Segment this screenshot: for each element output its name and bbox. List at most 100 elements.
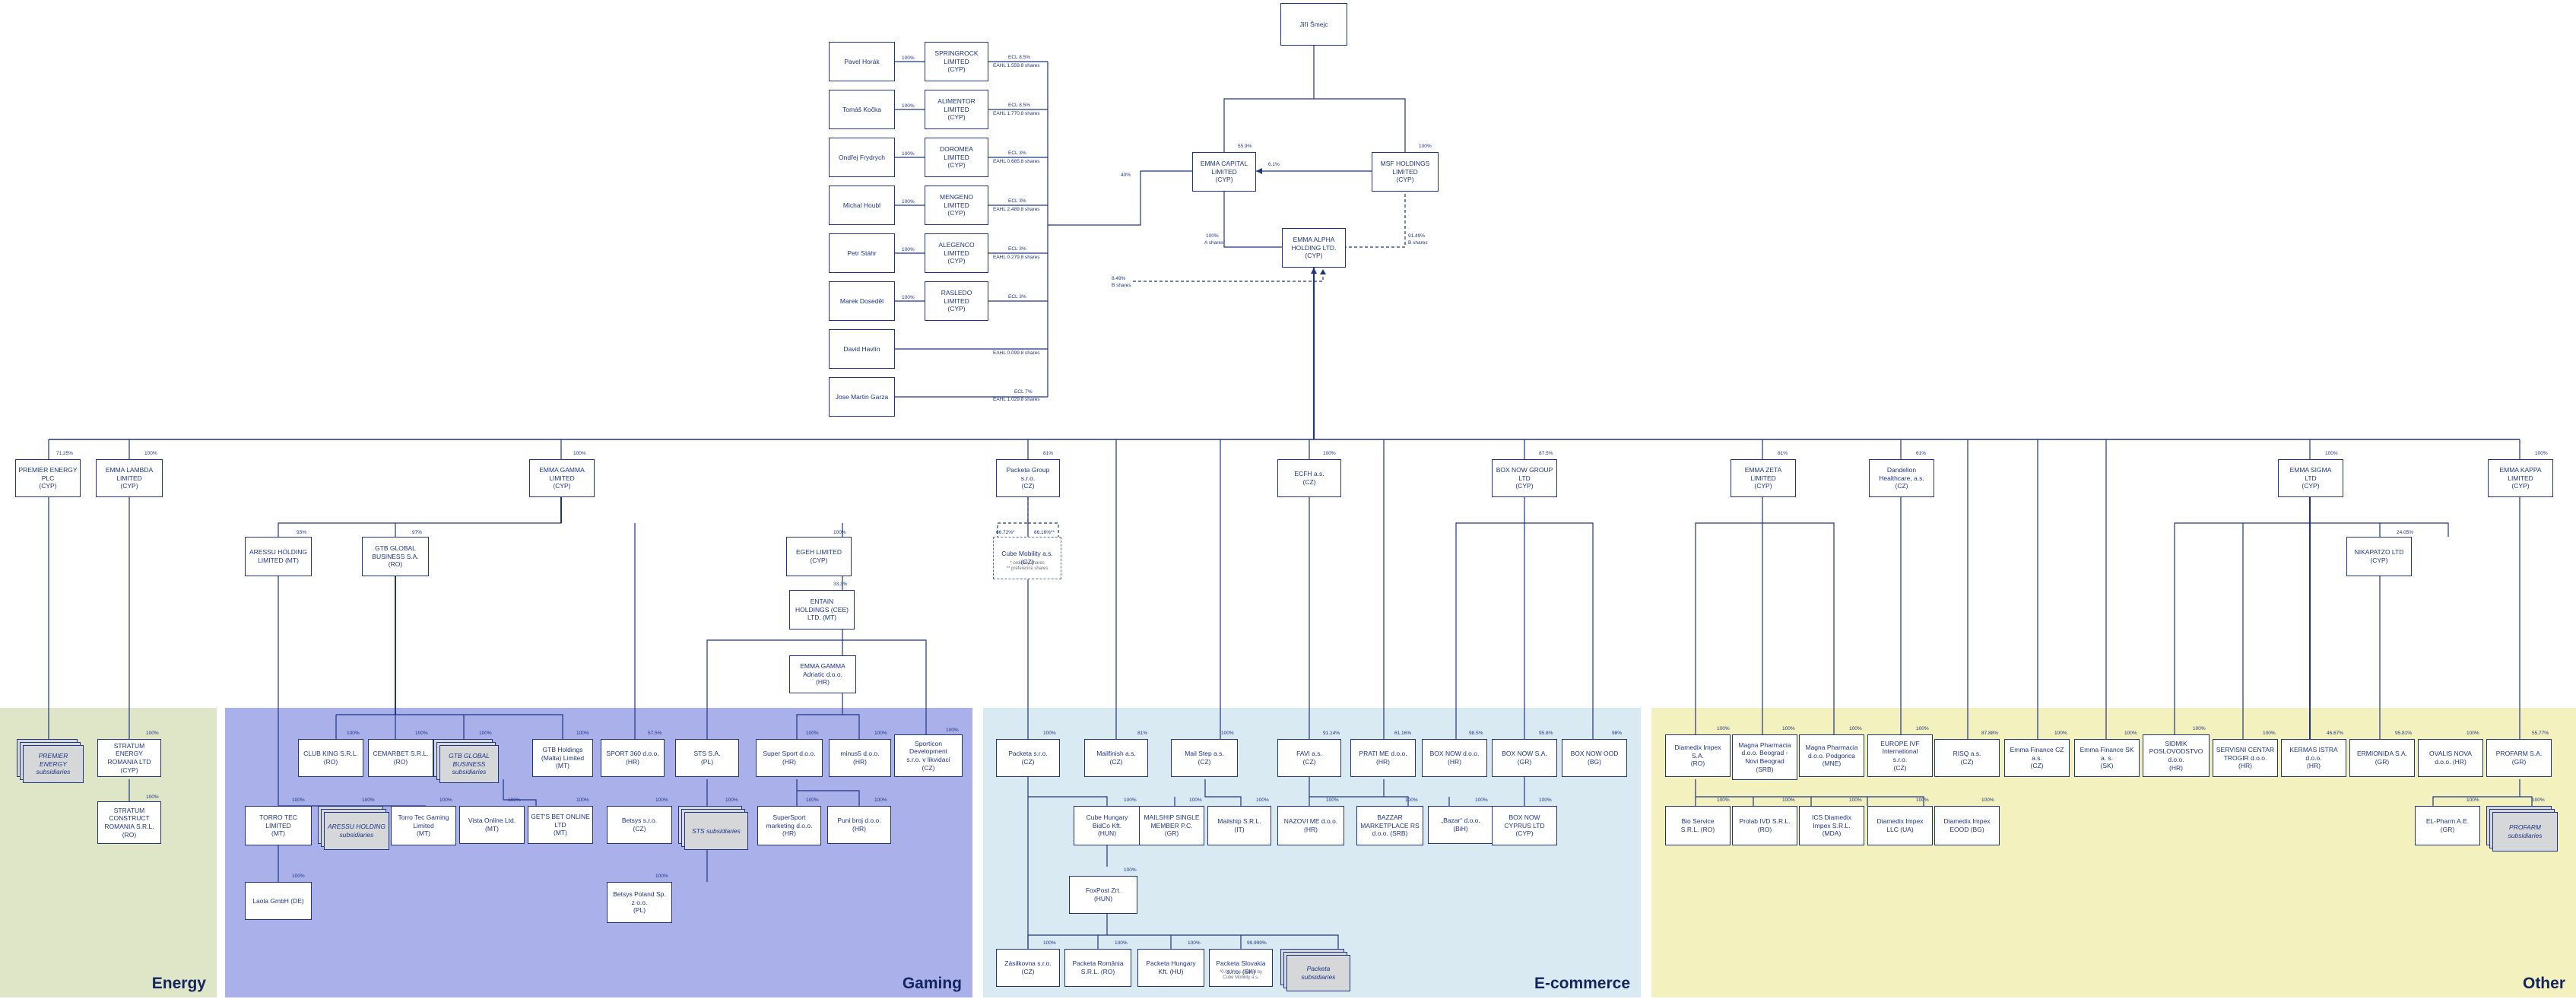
ownership-label: 100%: [1124, 867, 1137, 873]
entity-foxpost: FoxPost Zrt. (HUN): [1069, 876, 1137, 914]
entity-packeta-sk: Packeta Slovakia s.r.o. (SK): [1209, 949, 1273, 987]
ownership-label: 100%: [1221, 731, 1234, 736]
entity-laola: Laola GmbH (DE): [245, 882, 312, 920]
entity-boxnow-cy: BOX NOW CYPRUS LTD (CYP): [1492, 806, 1557, 845]
entity-aresiu: ARESSU HOLDING LIMITED (MT): [245, 537, 312, 576]
ownership-label: 98%: [1612, 731, 1623, 736]
ownership-label: 100%: [1849, 798, 1862, 803]
entity-proparm: PROFARM S.A. (GR): [2486, 739, 2552, 777]
entity-gtb-malta: GTB Holdings (Malta) Limited (MT): [532, 739, 593, 777]
ownership-label: 100%: [347, 731, 360, 736]
entity-elpharm: EL-Pharm A.E. (GR): [2415, 806, 2480, 845]
ownership-label: 100%: [2124, 731, 2137, 736]
ownership-label: 100%: [1206, 233, 1219, 239]
ownership-label: B shares: [1112, 283, 1131, 288]
entity-mailship-it: Mailship S.R.L. (IT): [1207, 806, 1271, 845]
ownership-label: 100%: [874, 731, 887, 736]
ownership-label: ECL 8.5%: [1008, 55, 1031, 60]
ownership-label: 100%: [146, 794, 159, 800]
ownership-label: 100%: [1405, 798, 1418, 803]
entity-alimentor: ALIMENTOR LIMITED (CYP): [925, 90, 988, 129]
connector: [1314, 98, 1406, 152]
ownership-label: 57.5%: [648, 731, 662, 736]
connector: [1048, 170, 1192, 226]
entity-tomas: Tomáš Kočka: [829, 90, 895, 129]
ownership-label: B shares: [1408, 240, 1428, 246]
entity-ovalis: OVALIS NOVA d.o.o. (HR): [2418, 739, 2483, 777]
ownership-label: 100%: [2467, 798, 2479, 803]
ownership-label: 95.81%: [2395, 731, 2413, 736]
connector: [1695, 779, 1924, 806]
connector: [1223, 189, 1282, 248]
region-title-gaming: Gaming: [902, 975, 962, 992]
ownership-label: 98.5%: [1469, 731, 1483, 736]
connector: [48, 439, 2520, 459]
entity-kermas: KERMAS ISTRA d.o.o. (HR): [2281, 739, 2346, 777]
entity-jiri: Jiří Šmejc: [1280, 3, 1347, 46]
entity-emma-capital: EMMA CAPITAL LIMITED (CYP): [1192, 152, 1256, 192]
ownership-label: ECL 3%: [1008, 198, 1026, 204]
entity-michal: Michal Houbl: [829, 186, 895, 225]
connector: [2432, 497, 2533, 806]
ownership-label: 100%: [439, 798, 452, 803]
entity-eqeh: EGEH LIMITED (CYP): [786, 537, 852, 576]
entity-diam-ua: Diamedix Impex LLC (UA): [1867, 806, 1933, 845]
ownership-label: 71.25%: [56, 451, 74, 456]
stack-sts-subs: STS subsidiaries: [678, 806, 748, 850]
ownership-label: 81%: [1137, 731, 1148, 736]
ownership-label: 100%: [1717, 798, 1730, 803]
ownership-label: 100%: [1849, 726, 1862, 731]
ownership-label: 100%: [2535, 451, 2548, 456]
stack-label: GTB GLOBAL BUSINESS subsidiaries: [439, 745, 499, 783]
ownership-label: 100%: [576, 798, 589, 803]
entity-petr: Petr Stáhr: [829, 233, 895, 273]
ownership-label: 99.999%: [1247, 940, 1267, 946]
stack-aresiu-subs: ARESSU HOLDING subsidiaries: [318, 806, 389, 850]
entity-lambda: EMMA LAMBDA LIMITED (CYP): [96, 459, 163, 497]
stack-label: PROFARM subsidiaries: [2492, 812, 2558, 852]
ownership-label: 100%: [1782, 798, 1795, 803]
entity-torro: TORRO TEC LIMITED (MT): [245, 806, 312, 845]
ownership-label: 100%: [946, 728, 959, 733]
entity-betsys-pl: Betsys Poland Sp. z o.o. (PL): [607, 882, 672, 923]
ownership-label: 100%: [1043, 731, 1056, 736]
entity-cube: Cube Mobility a.s. (CZ): [993, 537, 1061, 579]
ownership-label: 100%: [2054, 731, 2067, 736]
ownership-label: 100%: [1124, 798, 1137, 803]
ownership-label: 100%: [874, 798, 887, 803]
stack-label: Packeta subsidiaries: [1286, 955, 1350, 991]
ownership-label: 100%: [725, 798, 738, 803]
connector: [796, 779, 860, 806]
stack-label: PREMIER ENERGY subsidiaries: [23, 745, 84, 783]
ownership-label: 100%: [2325, 451, 2338, 456]
entity-nikapatzo: NIKAPATZO LTD (CYP): [2346, 537, 2412, 576]
entity-packeta-cz: Packeta s.r.o. (CZ): [996, 739, 1060, 777]
ownership-label: 100%: [1782, 726, 1795, 731]
ownership-label: 55.77%: [2532, 731, 2549, 736]
connector: [1027, 934, 1339, 949]
entity-vista: Vista Online Ltd. (MT): [459, 806, 525, 844]
entity-cube-hu: Cube Hungary BidCo Kft. (HUN): [1074, 806, 1140, 845]
connector: [895, 61, 925, 302]
ownership-label: 100%: [292, 798, 305, 803]
entity-ics: ICS Diamedix Impex S.R.L. (MDA): [1799, 806, 1864, 845]
entity-getsbet: GET'S BET ONLINE LTD (MT): [528, 806, 593, 844]
ownership-label: 93%: [297, 530, 307, 535]
connector: [335, 714, 563, 739]
entity-betsys: Betsys s.r.o. (CZ): [607, 806, 672, 844]
ownership-label: 100%: [1189, 798, 1202, 803]
connector: [796, 640, 860, 739]
entity-emma-fin-sk: Emma Finance SK a. s. (SK): [2074, 739, 2140, 777]
arrow-head: [1256, 168, 1262, 174]
ownership-label: EAHL 1.770.8 shares: [993, 111, 1040, 116]
connector: [1133, 270, 1324, 282]
entity-ecfh: ECFH a.s. (CZ): [1277, 459, 1341, 497]
ownership-label: EAHL 1.029.8 shares: [993, 397, 1040, 402]
footnote: *0.001% is owned by Cube Mobility a.s.: [1219, 970, 1263, 981]
ownership-label: 100%: [1916, 726, 1929, 731]
ownership-label: 100%: [1323, 451, 1336, 456]
ownership-label: 100%: [479, 731, 492, 736]
ownership-label: 40%: [1121, 173, 1131, 178]
arrow-head: [1311, 268, 1317, 274]
connector: [503, 779, 537, 806]
